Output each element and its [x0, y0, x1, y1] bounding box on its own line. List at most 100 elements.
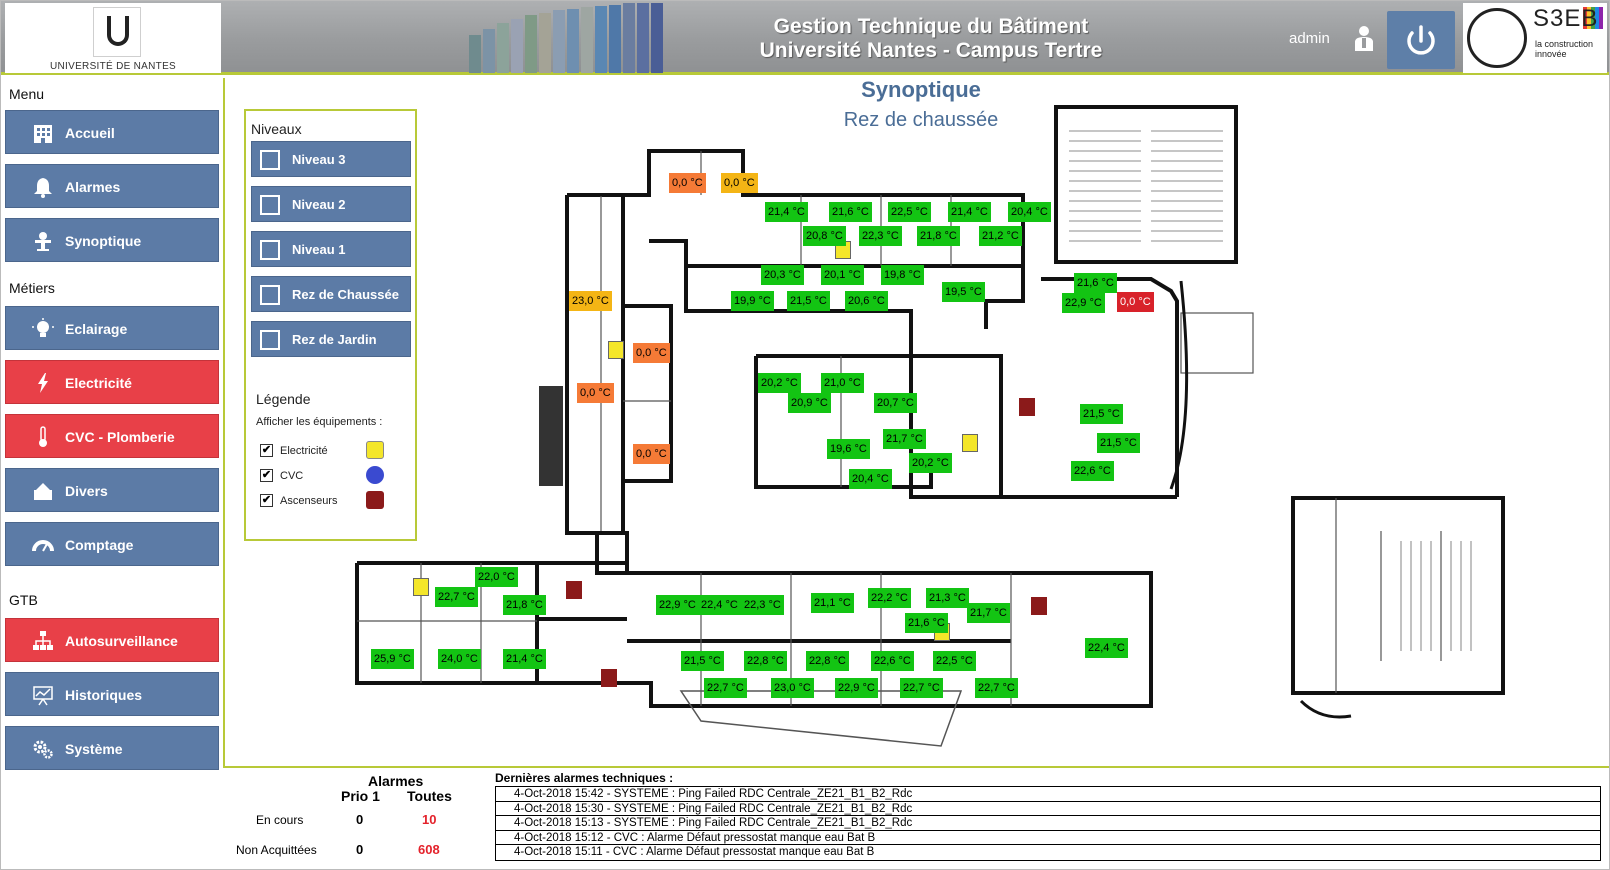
temperature-label[interactable]: 24,0 °C	[438, 649, 481, 669]
checkbox-electricite[interactable]: ✔	[260, 444, 273, 457]
level-button-niveau-3[interactable]: Niveau 3	[251, 141, 411, 177]
temperature-label[interactable]: 22,9 °C	[835, 678, 878, 698]
temperature-label[interactable]: 22,7 °C	[435, 587, 478, 607]
temperature-label[interactable]: 21,6 °C	[829, 202, 872, 222]
sidebar-item-systeme[interactable]: Système	[5, 726, 219, 770]
sidebar-item-electricite[interactable]: Electricité	[5, 360, 219, 404]
sidebar-item-divers[interactable]: Divers	[5, 468, 219, 512]
unack-prio-count[interactable]: 0	[356, 842, 364, 857]
level-button-rez-de-chaussee[interactable]: Rez de Chaussée	[251, 276, 411, 312]
temperature-label[interactable]: 21,6 °C	[1074, 273, 1117, 293]
temperature-label[interactable]: 20,3 °C	[761, 265, 804, 285]
sidebar-item-synoptique[interactable]: Synoptique	[5, 218, 219, 262]
temperature-label[interactable]: 21,8 °C	[917, 226, 960, 246]
temperature-label[interactable]: 21,1 °C	[811, 593, 854, 613]
temperature-label[interactable]: 19,8 °C	[881, 265, 924, 285]
sidebar-item-label: Accueil	[65, 125, 115, 141]
temperature-label[interactable]: 21,3 °C	[926, 588, 969, 608]
level-button-niveau-1[interactable]: Niveau 1	[251, 231, 411, 267]
temperature-label[interactable]: 23,0 °C	[771, 678, 814, 698]
temperature-label[interactable]: 22,8 °C	[744, 651, 787, 671]
temperature-label[interactable]: 0,0 °C	[1117, 292, 1154, 312]
temperature-label[interactable]: 20,8 °C	[803, 226, 846, 246]
elevator-equipment-icon[interactable]	[566, 581, 582, 599]
temperature-label[interactable]: 21,0 °C	[821, 373, 864, 393]
temperature-label[interactable]: 21,7 °C	[967, 603, 1010, 623]
temperature-label[interactable]: 20,9 °C	[788, 393, 831, 413]
temperature-label[interactable]: 21,5 °C	[1080, 404, 1123, 424]
sidebar-item-cvc-plomberie[interactable]: CVC - Plomberie	[5, 414, 219, 458]
temperature-label[interactable]: 22,5 °C	[933, 651, 976, 671]
sidebar-item-historiques[interactable]: Historiques	[5, 672, 219, 716]
temperature-label[interactable]: 21,5 °C	[681, 651, 724, 671]
sidebar-item-alarmes[interactable]: Alarmes	[5, 164, 219, 208]
temperature-label[interactable]: 20,4 °C	[1008, 202, 1051, 222]
temperature-label[interactable]: 21,4 °C	[765, 202, 808, 222]
temperature-label[interactable]: 22,4 °C	[698, 595, 741, 615]
elevator-equipment-icon[interactable]	[1031, 597, 1047, 615]
temperature-label[interactable]: 22,7 °C	[704, 678, 747, 698]
sidebar-item-eclairage[interactable]: Eclairage	[5, 306, 219, 350]
temperature-label[interactable]: 19,9 °C	[731, 291, 774, 311]
temperature-label[interactable]: 22,7 °C	[900, 678, 943, 698]
temperature-label[interactable]: 19,5 °C	[942, 282, 985, 302]
unack-all-count[interactable]: 608	[418, 842, 440, 857]
temperature-label[interactable]: 21,7 °C	[883, 429, 926, 449]
temperature-label[interactable]: 20,1 °C	[821, 265, 864, 285]
sidebar-item-accueil[interactable]: Accueil	[5, 110, 219, 154]
temperature-label[interactable]: 22,0 °C	[475, 567, 518, 587]
temperature-label[interactable]: 0,0 °C	[577, 383, 614, 403]
temperature-label[interactable]: 21,4 °C	[503, 649, 546, 669]
alarm-log-row[interactable]: 4-Oct-2018 15:13 - SYSTEME : Ping Failed…	[496, 816, 1600, 831]
temperature-label[interactable]: 0,0 °C	[721, 173, 758, 193]
temperature-label[interactable]: 21,5 °C	[1097, 433, 1140, 453]
checkbox-cvc[interactable]: ✔	[260, 469, 273, 482]
temperature-label[interactable]: 0,0 °C	[633, 444, 670, 464]
current-all-count[interactable]: 10	[422, 812, 437, 827]
alarm-log-row[interactable]: 4-Oct-2018 15:12 - CVC : Alarme Défaut p…	[496, 831, 1600, 846]
temperature-label[interactable]: 20,7 °C	[874, 393, 917, 413]
elevator-equipment-icon[interactable]	[601, 669, 617, 687]
alarm-log-row[interactable]: 4-Oct-2018 15:11 - CVC : Alarme Défaut p…	[514, 846, 875, 859]
temperature-label[interactable]: 21,2 °C	[979, 226, 1022, 246]
checkbox-ascenseurs[interactable]: ✔	[260, 494, 273, 507]
temperature-label[interactable]: 0,0 °C	[669, 173, 706, 193]
temperature-label[interactable]: 21,8 °C	[503, 595, 546, 615]
temperature-label[interactable]: 0,0 °C	[633, 343, 670, 363]
temperature-label[interactable]: 22,5 °C	[888, 202, 931, 222]
temperature-label[interactable]: 25,9 °C	[371, 649, 414, 669]
current-prio-count[interactable]: 0	[356, 812, 364, 827]
elevator-equipment-icon[interactable]	[1019, 398, 1035, 416]
temperature-label[interactable]: 22,4 °C	[1085, 638, 1128, 658]
temperature-label[interactable]: 22,6 °C	[1071, 461, 1114, 481]
temperature-label[interactable]: 22,9 °C	[656, 595, 699, 615]
level-button-niveau-2[interactable]: Niveau 2	[251, 186, 411, 222]
temperature-label[interactable]: 20,6 °C	[845, 291, 888, 311]
alarm-log-row[interactable]: 4-Oct-2018 15:42 - SYSTEME : Ping Failed…	[496, 787, 1600, 802]
temperature-label[interactable]: 22,3 °C	[741, 595, 784, 615]
temperature-label[interactable]: 19,6 °C	[827, 439, 870, 459]
temperature-label[interactable]: 22,3 °C	[859, 226, 902, 246]
temperature-label[interactable]: 22,6 °C	[871, 651, 914, 671]
electric-equipment-icon[interactable]	[962, 434, 978, 452]
temperature-label[interactable]: 23,0 °C	[569, 291, 612, 311]
temperature-label[interactable]: 22,9 °C	[1062, 293, 1105, 313]
temperature-label[interactable]: 21,5 °C	[787, 291, 830, 311]
temperature-label[interactable]: 22,8 °C	[806, 651, 849, 671]
temperature-label[interactable]: 20,4 °C	[849, 469, 892, 489]
temperature-label[interactable]: 20,2 °C	[758, 373, 801, 393]
sidebar-item-autosurveillance[interactable]: Autosurveillance	[5, 618, 219, 662]
temperature-label[interactable]: 22,7 °C	[975, 678, 1018, 698]
temperature-label[interactable]: 22,2 °C	[868, 588, 911, 608]
university-mark-icon	[93, 7, 141, 57]
alarm-log-row[interactable]: 4-Oct-2018 15:30 - SYSTEME : Ping Failed…	[496, 802, 1600, 817]
logout-button[interactable]	[1387, 11, 1455, 69]
user-icon[interactable]	[1353, 25, 1375, 51]
temperature-label[interactable]: 21,4 °C	[948, 202, 991, 222]
electric-equipment-icon[interactable]	[413, 578, 429, 596]
electric-equipment-icon[interactable]	[608, 341, 624, 359]
sidebar-item-comptage[interactable]: Comptage	[5, 522, 219, 566]
temperature-label[interactable]: 21,6 °C	[905, 613, 948, 633]
level-button-rez-de-jardin[interactable]: Rez de Jardin	[251, 321, 411, 357]
temperature-label[interactable]: 20,2 °C	[909, 453, 952, 473]
